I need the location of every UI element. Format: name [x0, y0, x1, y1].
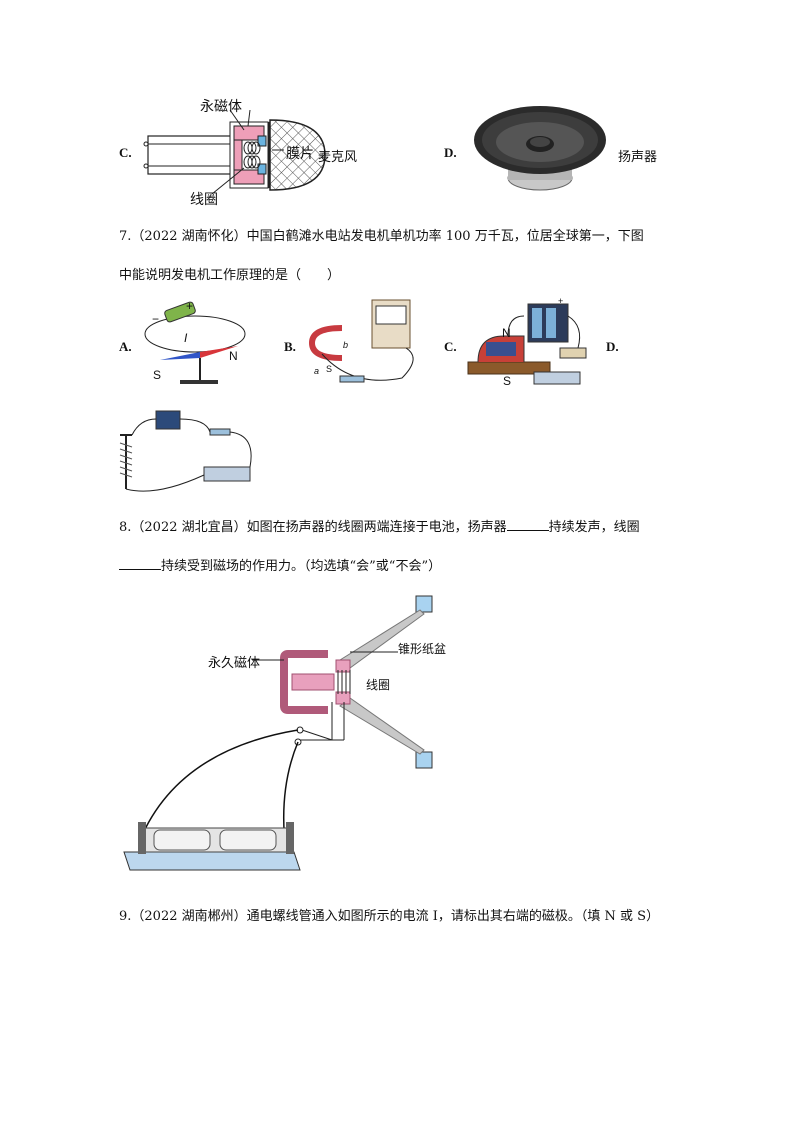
c-n-label: N	[502, 326, 511, 340]
magnet-label: 永磁体	[200, 98, 242, 114]
b-a-label: a	[314, 366, 320, 376]
microphone-name: 麦克风	[318, 150, 358, 165]
c-plus-label: +	[558, 296, 564, 306]
permanent-magnet-label: 永久磁体	[208, 656, 261, 671]
coil-label: 线圈	[190, 191, 218, 207]
microphone-diagram	[143, 109, 326, 195]
q7-d-figure	[119, 410, 252, 492]
q8-line2: 持续受到磁场的作用力。（均选填“会”或“不会”）	[119, 555, 441, 574]
q7-option-b: B.	[284, 339, 296, 354]
membrane-label: 膜片	[286, 145, 314, 161]
q8-blank-1[interactable]	[506, 518, 549, 531]
option-c-label: C.	[119, 145, 132, 160]
q8-blank-2[interactable]	[119, 557, 161, 570]
b-s-label: S	[326, 364, 333, 374]
loudspeaker-name: 扬声器	[618, 150, 658, 165]
a-current-label: I	[184, 331, 188, 345]
q7-a-figure	[144, 301, 246, 384]
c-s-label: S	[503, 374, 512, 388]
loudspeaker-photo	[474, 106, 606, 191]
q7-option-d: D.	[606, 339, 619, 354]
a-plus: +	[186, 299, 194, 313]
q7-option-a: A.	[119, 339, 132, 354]
q8-speaker-diagram	[123, 594, 480, 871]
option-d-label: D.	[444, 145, 457, 160]
q8-line1-text-b: 持续发声，线圈	[548, 520, 640, 535]
q8-line2-text-b: 持续受到磁场的作用力。（均选填“会”或“不会”）	[161, 559, 442, 574]
b-b-label: b	[343, 340, 349, 350]
cone-label: 锥形纸盆	[398, 642, 447, 656]
q9-line1: 9.（2022 湖南郴州）通电螺线管通入如图所示的电流 I，请标出其右端的磁极。…	[119, 909, 660, 924]
a-s-label: S	[153, 368, 162, 382]
q7-option-c: C.	[444, 339, 457, 354]
q7-line1: 7.（2022 湖南怀化）中国白鹤滩水电站发电机单机功率 100 万千瓦，位居全…	[119, 229, 644, 244]
q7-c-figure	[467, 303, 587, 385]
q7-b-figure	[308, 299, 414, 383]
q8-line1: 8.（2022 湖北宜昌）如图在扬声器的线圈两端连接于电池，扬声器 持续发声，线圈	[119, 516, 640, 535]
coil-label-q8: 线圈	[366, 678, 391, 692]
q8-line1-text-a: 8.（2022 湖北宜昌）如图在扬声器的线圈两端连接于电池，扬声器	[119, 520, 507, 535]
a-n-label: N	[229, 349, 238, 363]
q7-line2: 中能说明发电机工作原理的是（ ）	[119, 268, 341, 283]
a-minus: −	[152, 312, 160, 326]
